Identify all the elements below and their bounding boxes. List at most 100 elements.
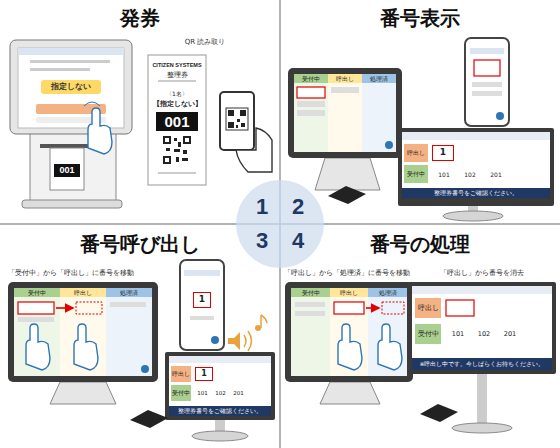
column-header: 処理済: [362, 74, 396, 83]
step-number: 2: [286, 193, 310, 221]
tablet-screen: 受付中呼出し処理済: [291, 288, 407, 376]
call-tablet-part: [50, 382, 116, 404]
smartphone-qr-part: [228, 122, 234, 128]
process-monitor-part: [412, 286, 552, 370]
call-tablet-part: [74, 324, 98, 370]
process-monitor-part: [420, 404, 458, 422]
kiosk-tablet-part: [10, 40, 132, 134]
process-tablet-part: [285, 282, 413, 382]
step-quadrant: 番号の処理「呼出し」から「処理済」に番号を移動「呼出し」から番号を消去受付中呼出…: [280, 224, 560, 448]
display-phone-part: [496, 112, 504, 120]
call-tablet-part: [18, 302, 54, 314]
step-caption: 「呼出し」から番号を消去: [440, 268, 552, 279]
call-phone-part: [211, 336, 219, 344]
display-phone: [465, 38, 509, 126]
ticket-part: [174, 138, 177, 141]
display-monitor-part: [398, 128, 554, 206]
step-title: 発券: [0, 4, 280, 32]
waiting-number: 101: [448, 330, 468, 339]
smartphone-qr-part: [241, 123, 245, 127]
display-phone-part: [474, 60, 500, 76]
smartphone-qr-part: [237, 119, 240, 122]
kiosk-tablet-part: [30, 68, 90, 71]
process-monitor-part: [477, 374, 487, 424]
display-tablet-part: [288, 68, 402, 158]
display-tablet-part: [315, 158, 380, 190]
called-number: 1: [193, 292, 211, 308]
smartphone-qr-part: [220, 92, 254, 150]
kiosk-printer-part: [22, 200, 122, 208]
step-quadrant: 番号表示受付中呼出し処理済呼出し1受付中101102201整理券番号をご確認くだ…: [280, 0, 560, 224]
call-tablet-part: [141, 365, 149, 373]
smartphone-qr-part: [228, 110, 234, 116]
ticket-part: [148, 55, 206, 185]
row-label: 呼出し: [415, 298, 441, 318]
ticket-slip: CITIZEN SYSTEMS整理券〈1名〉【指定しない】001: [148, 55, 206, 185]
process-tablet-part: [382, 302, 404, 314]
call-tablet-part: [26, 324, 50, 370]
smartphone-qr: [220, 92, 272, 172]
step-quadrant: 番号呼び出し「受付中」から「呼出し」に番号を移動受付中呼出し処理済1呼出し1受付…: [0, 224, 280, 448]
call-monitor-part: [169, 356, 271, 416]
row-label: 受付中: [171, 385, 191, 401]
row-label: 受付中: [415, 324, 441, 344]
process-tablet-part: [295, 311, 325, 316]
call-tablet-part: [14, 297, 60, 376]
ticket-number: 001: [54, 164, 80, 177]
process-tablet-part: [291, 288, 407, 376]
step-number: 4: [286, 227, 310, 255]
process-tablet-part: [295, 302, 325, 307]
ticket-title: 整理券: [149, 71, 205, 80]
waiting-number: 201: [230, 389, 247, 397]
kiosk-screen: 指定しない: [18, 48, 124, 128]
display-tablet-part: [297, 87, 325, 98]
display-phone-part: [465, 38, 509, 126]
step-caption: 「呼出し」から「処理済」に番号を移動: [284, 268, 434, 279]
step-circle: [236, 180, 324, 268]
tablet-screen: 受付中呼出し処理済: [294, 74, 396, 152]
waiting-number: 201: [486, 170, 506, 179]
quadrant-divider-part: [0, 223, 560, 225]
smartphone-qr-part: [240, 110, 246, 116]
call-monitor-part: [169, 356, 271, 363]
waiting-number: 102: [460, 170, 480, 179]
display-tablet-part: [362, 83, 396, 152]
card-reader: [328, 186, 366, 204]
display-tablet-part: [328, 83, 362, 152]
ticket: [148, 55, 206, 185]
step-number-circle: 1234: [235, 179, 325, 269]
call-monitor-part: [192, 431, 248, 441]
column-header: 呼出し: [60, 288, 106, 297]
ticket-part: [165, 158, 169, 162]
ticket-part: [176, 157, 179, 162]
speaker-sound-part: [228, 332, 240, 350]
speaker-sound-part: [255, 325, 261, 331]
column-header: 受付中: [14, 288, 60, 297]
process-tablet: [285, 282, 413, 404]
call-monitor-part: [215, 420, 225, 432]
process-monitor-part: [412, 286, 552, 294]
call-tablet-part: [8, 282, 158, 382]
display-phone-part: [472, 82, 502, 87]
ticket-part: [183, 150, 187, 154]
process-tablet-part: [330, 297, 368, 376]
ticket-part: [165, 138, 169, 142]
waiting-number: 102: [212, 389, 229, 397]
step-number: 3: [250, 227, 274, 255]
process-tablet-part: [291, 297, 330, 376]
display-tablet-part: [331, 87, 359, 93]
process-tablet-part: [334, 302, 364, 314]
ticket-part: [183, 136, 191, 144]
tablet-screen: 受付中呼出し処理済: [14, 288, 152, 376]
display-monitor-part: [443, 211, 503, 221]
display-tablet: [288, 68, 402, 190]
call-phone: [180, 260, 224, 350]
process-monitor-part: [446, 300, 474, 316]
kiosk-tablet-part: [18, 48, 124, 128]
display-tablet-part: [297, 101, 325, 107]
display-tablet-part: [385, 141, 393, 149]
smartphone-qr-part: [236, 128, 272, 172]
